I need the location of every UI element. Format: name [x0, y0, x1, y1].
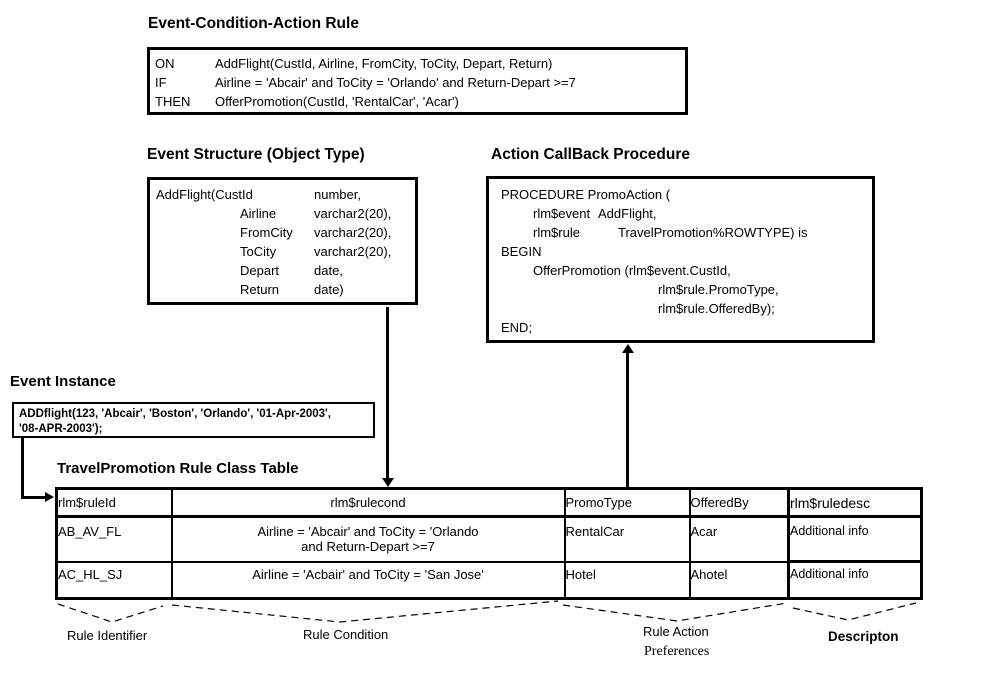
- event-structure-field: AddFlight(CustId number,: [156, 187, 361, 202]
- table-to-procedure-arrow-line: [626, 352, 629, 487]
- procedure-param-line: rlm$event AddFlight,: [533, 206, 657, 221]
- event-structure-field: ToCity varchar2(20),: [240, 244, 392, 259]
- cell-promo-type: RentalCar: [563, 515, 691, 563]
- action-procedure-box: PROCEDURE PromoAction ( rlm$event AddFli…: [486, 176, 875, 343]
- cell-rule-desc: Additional info: [787, 560, 923, 600]
- rule-table-title: TravelPromotion Rule Class Table: [57, 460, 299, 477]
- label-rule-action-line2: Preferences: [644, 644, 710, 659]
- column-header-ruleid: rlm$ruleId: [55, 487, 173, 518]
- label-rule-condition: Rule Condition: [303, 627, 389, 642]
- cell-rule-condition: Airline = 'Acbair' and ToCity = 'San Jos…: [170, 560, 566, 600]
- table-header-row: rlm$ruleId rlm$rulecond PromoType Offere…: [55, 487, 923, 518]
- event-structure-box: AddFlight(CustId number, Airline varchar…: [147, 177, 418, 305]
- event-instance-connector-vertical: [21, 438, 24, 499]
- event-structure-title: Event Structure (Object Type): [147, 146, 365, 163]
- event-instance-title: Event Instance: [10, 373, 116, 390]
- event-structure-field: Return date): [240, 282, 344, 297]
- brace-description: [792, 602, 917, 621]
- event-instance-box: ADDflight(123, 'Abcair', 'Boston', 'Orla…: [12, 402, 375, 438]
- procedure-begin-line: BEGIN: [501, 244, 542, 259]
- action-procedure-title: Action CallBack Procedure: [491, 146, 690, 163]
- eca-keyword-then: THEN: [155, 94, 191, 109]
- cell-rule-id: AB_AV_FL: [55, 515, 173, 563]
- brace-rule-condition: [171, 600, 559, 623]
- annotation-brace-lines: [57, 600, 917, 623]
- event-structure-to-table-arrow-line: [386, 307, 389, 479]
- eca-on-text: AddFlight(CustId, Airline, FromCity, ToC…: [215, 56, 553, 71]
- eca-keyword-on: ON: [155, 56, 175, 71]
- event-instance-code-line2: '08-APR-2003');: [19, 422, 103, 435]
- eca-rule-title: Event-Condition-Action Rule: [148, 15, 359, 32]
- eca-rule-on-row: ON AddFlight(CustId, Airline, FromCity, …: [150, 54, 685, 73]
- eca-then-text: OfferPromotion(CustId, 'RentalCar', 'Aca…: [215, 94, 459, 109]
- eca-if-text: Airline = 'Abcair' and ToCity = 'Orlando…: [215, 75, 576, 90]
- brace-rule-action: [562, 602, 788, 622]
- cell-rule-condition: Airline = 'Abcair' and ToCity = 'Orlando…: [170, 515, 566, 563]
- brace-rule-identifier: [57, 603, 164, 623]
- cell-promo-type: Hotel: [563, 560, 691, 600]
- eca-rule-box: ON AddFlight(CustId, Airline, FromCity, …: [147, 47, 688, 115]
- table-row: AC_HL_SJ Airline = 'Acbair' and ToCity =…: [55, 560, 923, 600]
- column-header-offeredby: OfferedBy: [688, 487, 790, 518]
- eca-rule-then-row: THEN OfferPromotion(CustId, 'RentalCar',…: [150, 92, 685, 111]
- procedure-call-line: OfferPromotion (rlm$event.CustId,: [533, 263, 731, 278]
- column-header-rulecond: rlm$rulecond: [170, 487, 566, 518]
- event-instance-connector-horizontal: [21, 496, 46, 499]
- event-instance-code-line1: ADDflight(123, 'Abcair', 'Boston', 'Orla…: [19, 408, 331, 420]
- cell-rule-id: AC_HL_SJ: [55, 560, 173, 600]
- eca-keyword-if: IF: [155, 75, 167, 90]
- procedure-param-line: rlm$rule TravelPromotion%ROWTYPE) is: [533, 225, 808, 240]
- column-header-promotype: PromoType: [563, 487, 691, 518]
- table-row: AB_AV_FL Airline = 'Abcair' and ToCity =…: [55, 515, 923, 563]
- procedure-arg-line: rlm$rule.OfferedBy);: [658, 301, 775, 316]
- arrow-right-icon: [45, 492, 54, 502]
- label-description: Descripton: [828, 629, 899, 644]
- label-rule-identifier: Rule Identifier: [67, 628, 148, 643]
- procedure-arg-line: rlm$rule.PromoType,: [658, 282, 779, 297]
- cell-offered-by: Ahotel: [688, 560, 790, 600]
- procedure-header-line: PROCEDURE PromoAction (: [501, 187, 671, 202]
- event-structure-field: Airline varchar2(20),: [240, 206, 392, 221]
- event-structure-field: Depart date,: [240, 263, 343, 278]
- column-header-ruledesc: rlm$ruledesc: [787, 487, 923, 518]
- rule-class-table: rlm$ruleId rlm$rulecond PromoType Offere…: [55, 487, 923, 600]
- label-rule-action-line1: Rule Action: [643, 624, 709, 639]
- event-structure-field: FromCity varchar2(20),: [240, 225, 392, 240]
- cell-rule-desc: Additional info: [787, 515, 923, 563]
- cell-offered-by: Acar: [688, 515, 790, 563]
- eca-rule-if-row: IF Airline = 'Abcair' and ToCity = 'Orla…: [150, 73, 685, 92]
- arrow-up-icon: [622, 344, 634, 353]
- arrow-down-icon: [382, 478, 394, 487]
- procedure-end-line: END;: [501, 320, 533, 335]
